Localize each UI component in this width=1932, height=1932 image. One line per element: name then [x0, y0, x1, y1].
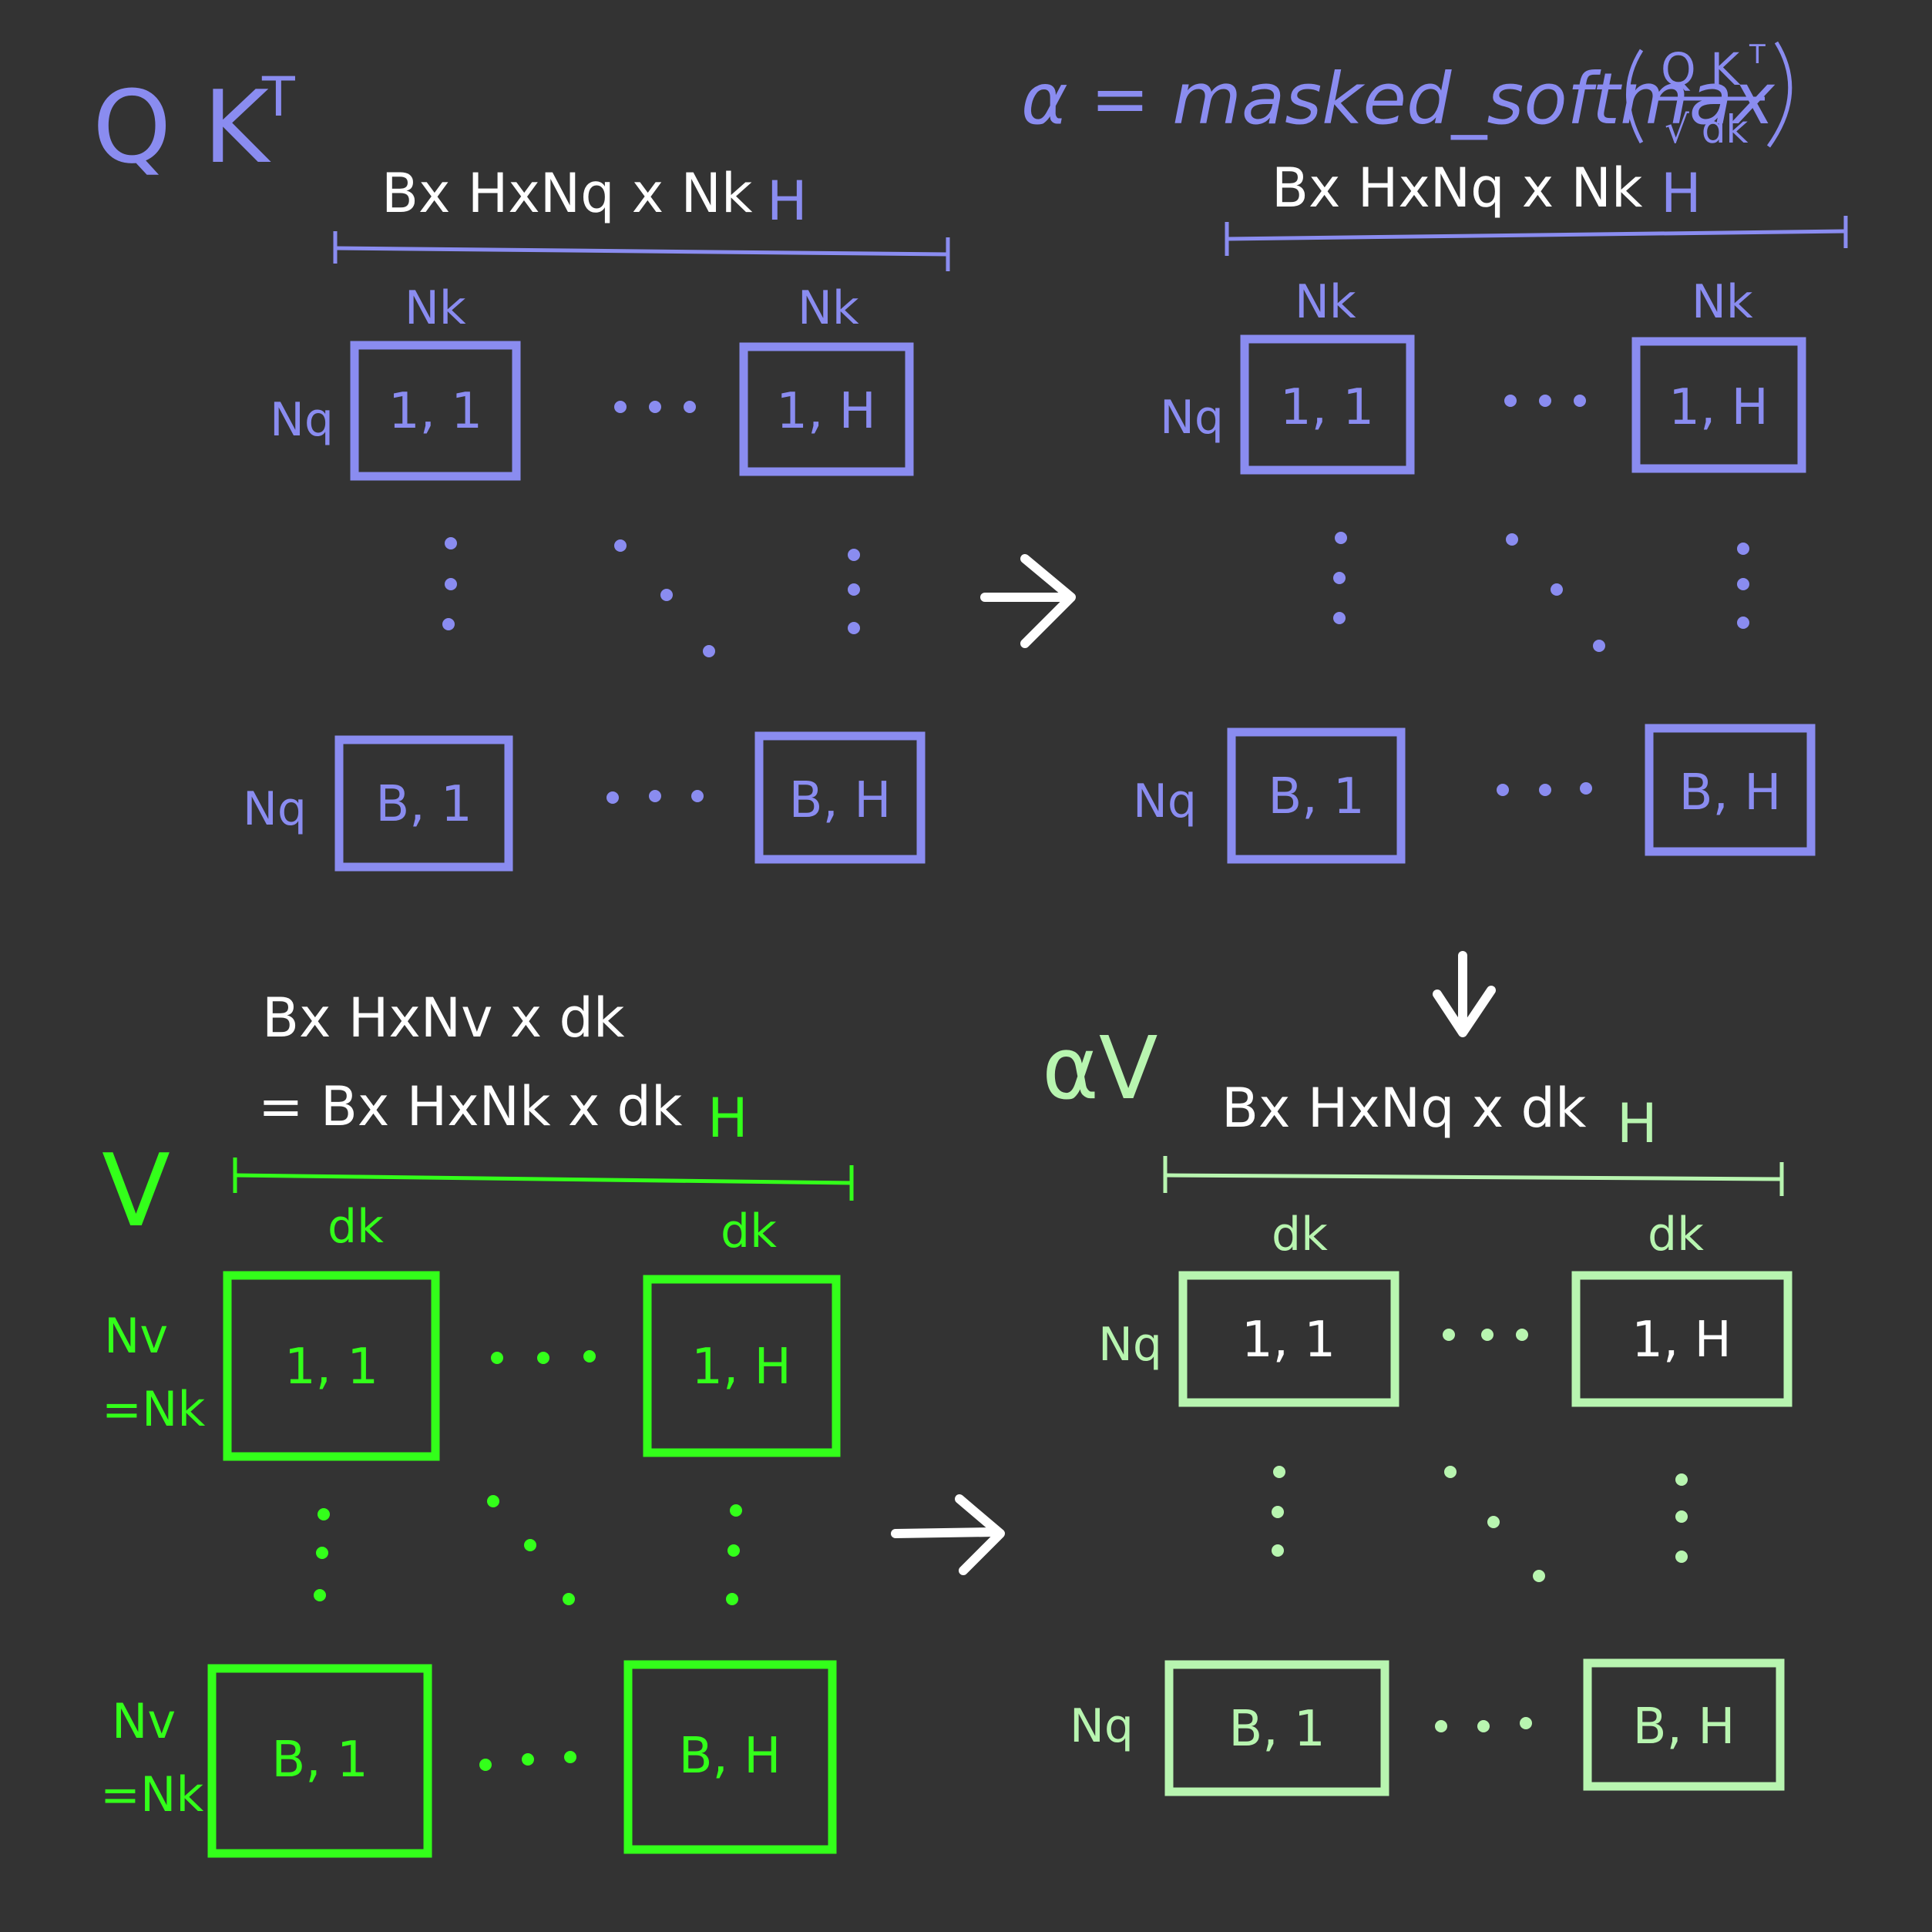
alpha-formula-num-sup: T — [1749, 39, 1766, 70]
qk-box-B-H-label: B, H — [789, 772, 892, 829]
qk-axis-label: H — [767, 170, 808, 233]
alpha-col-label-left: Nk — [1295, 275, 1356, 329]
v-row-label-top-2: =Nk — [102, 1381, 205, 1437]
v-head-axis — [233, 1158, 854, 1201]
v-box-B-H — [623, 1660, 837, 1854]
alpha-formula-lhs: α = masked_softmax — [1021, 58, 1776, 140]
qk-box-B-1 — [334, 735, 513, 872]
qk-shape: Bx HxNq x Nk — [381, 162, 753, 225]
qk-box-1-H — [739, 342, 914, 476]
qk-panel: Q K T Bx HxNq x Nk H Nk Nk Nq Nq 1, 1 1,… — [92, 66, 950, 872]
av-box-1-1-label: 1, 1 — [1242, 1312, 1336, 1369]
alpha-box-1-1-label: 1, 1 — [1280, 379, 1374, 436]
av-panel: αV Bx HxNq x dk H dk dk Nq Nq 1, 1 1, H … — [1042, 1019, 1793, 1796]
alpha-formula-fraction: Q K T √ dk — [1626, 39, 1793, 152]
v-box-B-H-label: B, H — [679, 1728, 781, 1785]
v-box-1-1-label: 1, 1 — [284, 1339, 378, 1396]
qk-title-sup: T — [261, 66, 295, 129]
qk-row-label-top: Nq — [270, 393, 334, 447]
v-box-B-1 — [207, 1664, 432, 1858]
alpha-box-B-1-label: B, 1 — [1268, 768, 1364, 825]
av-row-label-top: Nq — [1098, 1318, 1162, 1372]
qk-box-1-H-label: 1, H — [776, 383, 876, 440]
v-col-label-right: dk — [721, 1205, 777, 1258]
v-row-label-bottom-2: =Nk — [100, 1766, 203, 1823]
alpha-box-1-1 — [1240, 334, 1415, 475]
qk-head-axis — [333, 231, 950, 271]
v-shape-line2: = Bx HxNk x dk — [258, 1075, 683, 1138]
v-row-label-top-1: Nv — [104, 1308, 168, 1364]
alpha-axis-label: H — [1661, 162, 1702, 225]
down-arrow-icon — [1433, 951, 1496, 1037]
right-arrow-icon — [980, 554, 1076, 648]
av-col-label-left: dk — [1272, 1208, 1328, 1262]
qk-box-1-1 — [350, 341, 521, 481]
alpha-row-label-top: Nq — [1160, 391, 1224, 445]
v-box-1-H — [643, 1275, 841, 1457]
v-box-B-1-label: B, 1 — [271, 1732, 368, 1789]
alpha-box-1-H — [1631, 337, 1806, 473]
av-box-1-1 — [1178, 1271, 1399, 1407]
alpha-col-label-right: Nk — [1692, 275, 1753, 329]
v-box-1-1 — [223, 1271, 440, 1461]
alpha-box-1-H-label: 1, H — [1668, 379, 1769, 436]
v-row-label-bottom-1: Nv — [112, 1693, 176, 1749]
av-box-B-1-label: B, 1 — [1228, 1701, 1325, 1758]
av-col-label-right: dk — [1648, 1208, 1704, 1262]
av-box-1-H — [1571, 1271, 1793, 1407]
v-panel: V Bx HxNv x dk = Bx HxNk x dk H dk dk Nv… — [100, 986, 854, 1858]
v-col-label-left: dk — [328, 1200, 384, 1254]
qk-ellipsis-dots — [442, 401, 860, 804]
v-shape-line1: Bx HxNv x dk — [262, 986, 625, 1050]
qk-box-1-1-label: 1, 1 — [388, 383, 482, 440]
alpha-formula-den: √ dk — [1665, 107, 1748, 152]
qk-col-label-right: Nk — [798, 281, 859, 335]
qk-row-label-bottom: Nq — [243, 782, 307, 836]
av-box-B-1 — [1164, 1660, 1389, 1796]
av-shape: Bx HxNq x dk — [1221, 1077, 1587, 1140]
v-box-1-H-label: 1, H — [691, 1339, 791, 1396]
av-head-axis — [1163, 1156, 1784, 1196]
alpha-panel: α = masked_softmax Q K T √ dk Bx HxNq x … — [1021, 39, 1848, 864]
v-axis-label: H — [707, 1087, 748, 1150]
qk-title: Q K — [92, 69, 271, 186]
qk-box-B-H — [754, 731, 926, 864]
v-title: V — [102, 1132, 170, 1249]
alpha-box-B-H — [1645, 724, 1816, 856]
alpha-box-B-1 — [1227, 727, 1406, 864]
v-ellipsis-dots — [314, 1350, 742, 1771]
alpha-row-label-bottom: Nq — [1133, 774, 1197, 828]
av-row-label-bottom: Nq — [1070, 1699, 1134, 1753]
av-box-B-H-label: B, H — [1633, 1698, 1735, 1756]
av-title: αV — [1042, 1019, 1158, 1119]
av-ellipsis-dots — [1272, 1329, 1688, 1732]
alpha-head-axis — [1225, 216, 1848, 256]
av-box-1-H-label: 1, H — [1631, 1312, 1732, 1369]
alpha-ellipsis-dots — [1333, 395, 1749, 796]
alpha-shape: Bx HxNq x Nk — [1272, 156, 1643, 220]
av-box-B-H — [1583, 1658, 1785, 1791]
right-arrow-icon — [891, 1494, 1005, 1575]
qk-box-B-1-label: B, 1 — [375, 776, 472, 833]
alpha-formula-num: Q K — [1661, 43, 1741, 96]
qk-col-label-left: Nk — [405, 281, 466, 335]
alpha-box-B-H-label: B, H — [1679, 764, 1782, 822]
av-axis-label: H — [1617, 1092, 1658, 1155]
